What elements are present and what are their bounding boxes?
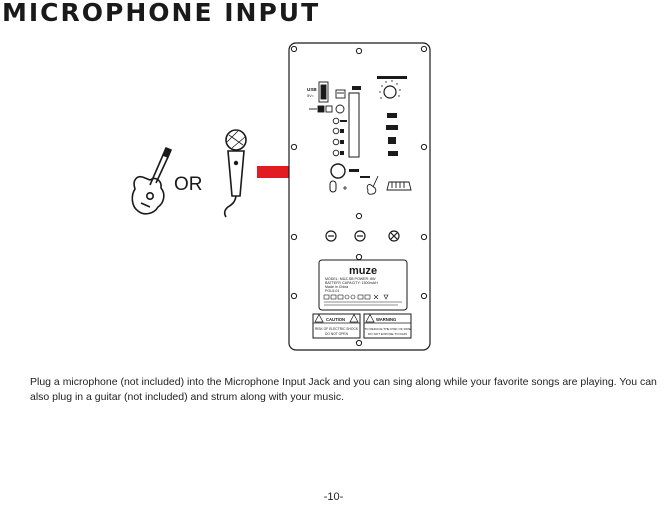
spec-line-3: Made in China — [325, 285, 348, 289]
connector-row — [309, 104, 345, 114]
certification-marks — [323, 294, 402, 306]
or-text: OR — [174, 174, 203, 195]
usb-label: USB — [307, 87, 317, 92]
caution-label: CAUTION — [326, 317, 345, 322]
switch-strip — [348, 92, 360, 158]
microphone-icon — [223, 129, 247, 218]
brand-logo: muze — [349, 265, 377, 277]
caution-text-1: RISK OF ELECTRIC SHOCK — [315, 327, 359, 331]
indicator-leds — [332, 117, 347, 157]
guitar-input-jack — [329, 180, 337, 193]
mode-icons — [386, 113, 398, 156]
guitar-icon — [131, 147, 172, 215]
page-number: -10- — [323, 491, 344, 503]
warning-label: WARNING — [376, 317, 396, 322]
rear-panel: USB 5V= — [288, 42, 431, 351]
spec-line-2: BATTERY CAPACITY: 1500mAH — [325, 281, 378, 285]
warning-text-2: DO NOT EXPOSE TO RAIN — [368, 332, 407, 336]
usb-port — [318, 81, 346, 103]
warning-text-1: TO REDUCE THE RISK OF FIRE — [364, 327, 410, 331]
keyboard-small-icon — [386, 181, 412, 191]
mic-input-jack — [330, 163, 346, 179]
caution-text-2: DO NOT OPEN — [325, 332, 349, 336]
spec-line-4: PGL5-01 — [325, 289, 339, 293]
guitar-small-icon — [366, 175, 379, 195]
volume-label-block — [377, 76, 407, 79]
instruction-caption: Plug a microphone (not included) into th… — [30, 376, 657, 403]
usb-sub-label: 5V= — [307, 94, 315, 98]
bottom-knobs — [325, 230, 400, 242]
volume-knob — [383, 85, 397, 99]
spec-line-1: MODEL: MUZ-SB POWER: 8W — [325, 277, 376, 281]
volume-scale-dots — [379, 80, 401, 99]
page-title: MICROPHONE INPUT — [2, 0, 321, 27]
